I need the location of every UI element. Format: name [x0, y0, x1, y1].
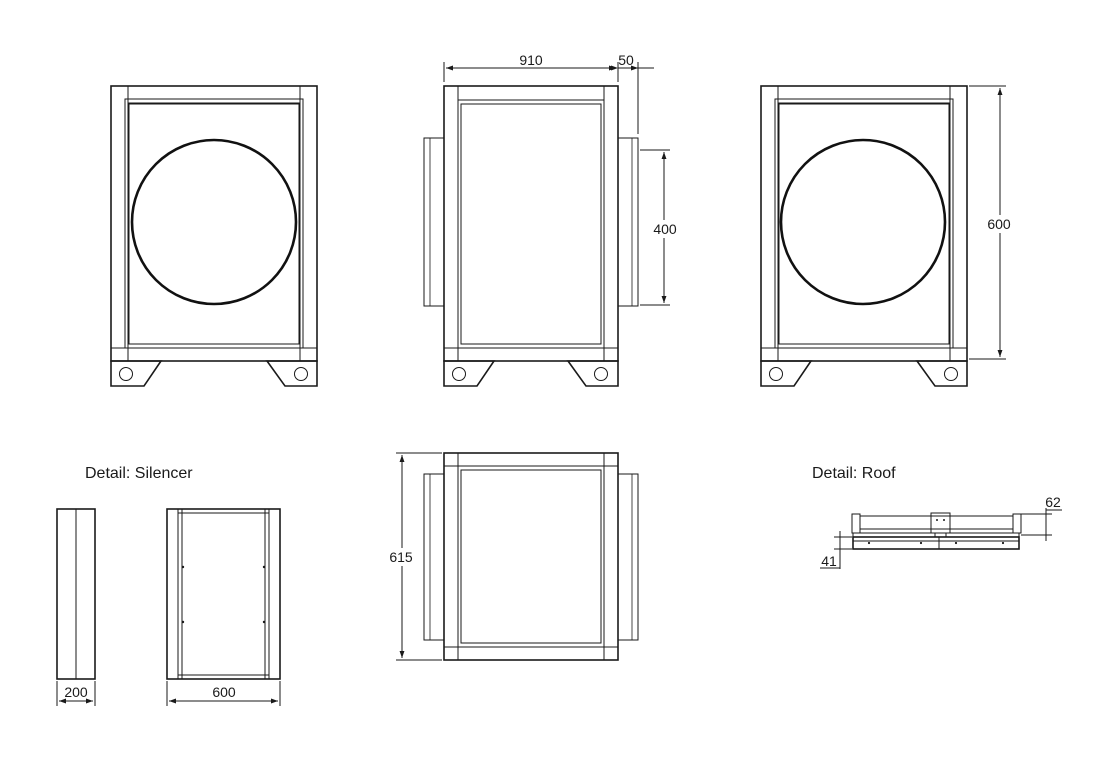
silencer-side-view: 200	[56, 508, 96, 706]
caption-roof: Detail: Roof	[812, 465, 896, 482]
fan-circle-left	[130, 138, 298, 306]
roof-detail	[851, 512, 1022, 550]
dim-label-615: 615	[389, 549, 413, 565]
silencer-front-view: 600	[166, 508, 281, 706]
dimension-62: 62	[1021, 494, 1062, 541]
front-view-right	[760, 85, 968, 387]
front-view-left	[110, 85, 318, 387]
caption-silencer: Detail: Silencer	[85, 465, 193, 482]
top-view	[423, 452, 639, 661]
dim-label-600-silencer: 600	[212, 684, 236, 700]
dim-label-62: 62	[1045, 494, 1061, 510]
duct-collar-left	[423, 137, 445, 307]
dim-label-41: 41	[821, 553, 837, 569]
dim-label-400: 400	[653, 221, 677, 237]
dimension-600-height: 600	[969, 85, 1015, 360]
dimension-41: 41	[820, 531, 852, 569]
dimension-615: 615	[385, 452, 442, 661]
foot-left	[110, 360, 163, 387]
dimension-400: 400	[640, 149, 680, 306]
dim-label-50: 50	[618, 52, 634, 68]
fan-circle-right	[779, 138, 947, 306]
dim-label-910: 910	[519, 52, 543, 68]
duct-collar-right	[617, 137, 639, 307]
dim-label-600-height: 600	[987, 216, 1011, 232]
dim-label-200: 200	[64, 684, 88, 700]
side-view-center	[423, 85, 639, 387]
foot-right	[265, 360, 318, 387]
dimension-910: 910	[443, 52, 619, 82]
dimension-50: 50	[611, 52, 654, 134]
